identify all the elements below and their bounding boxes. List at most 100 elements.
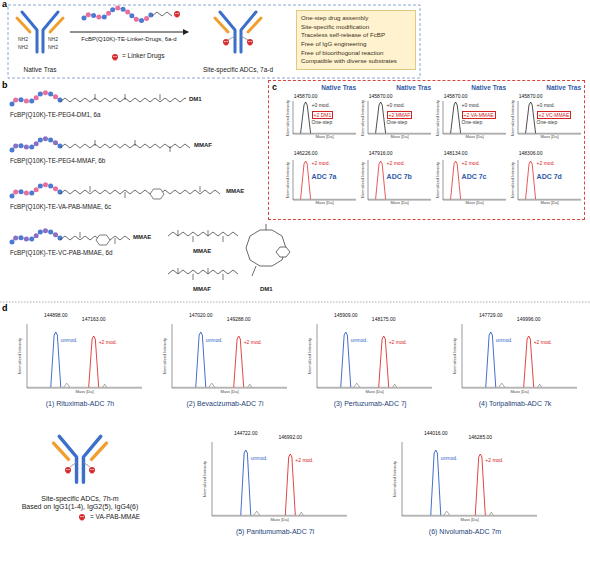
drug-icon <box>89 467 95 473</box>
panel-letter: a <box>2 0 7 9</box>
feature-item: One-step drug assembly <box>301 14 411 23</box>
drug-icon <box>112 54 118 60</box>
axis-title: Normalized Intensity <box>511 162 515 198</box>
plot-axis <box>518 160 581 200</box>
feature-item: Site-specific modification <box>301 23 411 32</box>
linker-chain <box>60 96 186 104</box>
spectrum-title: (5) Panitumumab-ADC 7l <box>236 528 314 535</box>
spectrum-peak <box>241 450 251 515</box>
axis-title: Mass [Da] <box>460 518 478 522</box>
axis-title: Mass [Da] <box>540 201 558 205</box>
antibody-icon <box>215 12 261 52</box>
method-label: One-step <box>537 120 558 125</box>
peptide-beads <box>12 231 60 242</box>
peptide-beads <box>12 231 60 242</box>
spectrum-title: (4) Toripalimab-ADC 7k <box>479 400 552 407</box>
compound-name: FcBP(Q10K)-TE-PEG4-DM1, 6a <box>10 112 101 118</box>
drug-structure <box>178 230 223 242</box>
peak-mass: 146285.00 <box>468 435 492 440</box>
spectrum-trace <box>27 387 142 388</box>
plot-axis <box>172 324 287 388</box>
legend-note: = VA-PAB-MMAE <box>90 514 140 521</box>
antibody-icon <box>17 12 63 52</box>
mod-label: +0 mod. <box>312 103 330 108</box>
feature-item: Free of bioorthogonal reaction <box>301 49 411 58</box>
antibody: Site-specific ADCs, 7a-d <box>190 8 286 74</box>
spectrum-trace <box>354 383 397 387</box>
spectrum-peak <box>379 336 389 387</box>
mod-label: unmod. <box>441 456 458 461</box>
spectrum-trace <box>368 133 431 134</box>
drug-structure <box>276 247 290 257</box>
feature-item: Traceless self-release of FcBP <box>301 31 411 40</box>
peak-mass: 145870.00 <box>294 94 318 99</box>
peptide-beads <box>12 185 60 196</box>
spectrum-trace <box>462 387 577 388</box>
drug-icon <box>65 467 71 473</box>
peak-mass: 145870.00 <box>519 94 543 99</box>
mod-label: unmod. <box>61 338 78 343</box>
spectrum-trace <box>518 133 581 134</box>
spectrum-peak <box>526 102 536 133</box>
spectrum-peak <box>285 454 295 515</box>
axis-title: Mass [Da] <box>465 201 483 205</box>
peptide-beads <box>12 93 60 104</box>
mass-spectrum: 148306.00+2 mod.ADC 7dNormalized Intensi… <box>509 151 583 211</box>
linker-line <box>228 36 248 40</box>
spectrum-peak <box>376 161 386 199</box>
drug-structure <box>178 268 223 280</box>
antibody: Site-specific ADCs, 7h-mBased on IgG1(1-… <box>10 430 150 512</box>
plot-axis <box>27 324 142 388</box>
mod-label: +2 VC-MMAE <box>537 111 572 119</box>
peak-mass: 148306.00 <box>519 151 543 156</box>
spectrum-title: (3) Pertuzumab-ADC 7j <box>334 400 407 407</box>
spectrum-trace <box>368 199 431 200</box>
group-label: NH2 <box>18 37 28 42</box>
spectrum-trace <box>293 133 356 134</box>
legend-note: = Linker Drugs <box>122 53 164 60</box>
mass-spectrum: 147729.00149996.00unmod.+2 mod.Normalize… <box>450 312 580 412</box>
peak-mass: 145909.00 <box>334 313 358 318</box>
sample-name: ADC 7c <box>462 173 487 180</box>
sample-name: Native Tras <box>471 85 506 92</box>
spectrum-peak <box>301 161 311 199</box>
spectrum-plot <box>160 312 290 412</box>
peak-mass: 145870.00 <box>444 94 468 99</box>
mass-spectrum: 144722.00146992.00unmod.+2 mod.Normalize… <box>200 430 350 540</box>
method-label: One-step <box>312 120 333 125</box>
drug-structure <box>168 230 238 238</box>
spectrum-trace <box>293 199 356 200</box>
axis-title: Mass [Da] <box>510 390 528 394</box>
mass-spectrum: 146226.00+2 mod.ADC 7aNormalized Intensi… <box>284 151 358 211</box>
peptide-beads <box>12 93 60 104</box>
drug-name: DM1 <box>189 96 202 102</box>
reaction-arrow <box>70 32 188 33</box>
plot-axis <box>402 442 537 516</box>
plot-axis <box>443 160 506 200</box>
spectrum-title: (2) Bevacizumab-ADC 7i <box>186 400 263 407</box>
mod-label: unmod. <box>251 456 268 461</box>
antibody-caption: Native Tras <box>24 66 57 74</box>
axis-title: Normalized Intensity <box>436 162 440 198</box>
linker-chain <box>60 96 186 104</box>
plot-axis <box>293 160 356 200</box>
feature-item: Free of IgG engineering <box>301 40 411 49</box>
mod-label: +2 mod. <box>485 458 503 463</box>
mass-spectrum: 147020.00149288.00unmod.+2 mod.Normalize… <box>160 312 290 412</box>
spectrum-trace <box>499 383 542 387</box>
spectrum-trace <box>518 199 581 200</box>
group-label: NH2 <box>48 37 58 42</box>
mod-label: +2 mod. <box>534 340 552 345</box>
peak-mass: 148175.00 <box>372 317 396 322</box>
spectrum-peak <box>451 161 461 199</box>
axis-title: Normalized Intensity <box>18 338 22 374</box>
sample-name: Native Tras <box>396 85 431 92</box>
axis-title: Mass [Da] <box>390 201 408 205</box>
mass-spectrum: Native Tras145870.00+0 mod.+2 VC-MMAEOne… <box>509 85 583 145</box>
sample-name: ADC 7a <box>312 173 337 180</box>
spectrum-peak <box>89 336 99 387</box>
axis-title: Mass [Da] <box>540 135 558 139</box>
spectrum-peak <box>475 454 485 515</box>
spectrum-trace <box>444 511 494 515</box>
compound-name: FcBP(Q10K)-TE-PEG4-MMAF, 6b <box>10 158 105 164</box>
